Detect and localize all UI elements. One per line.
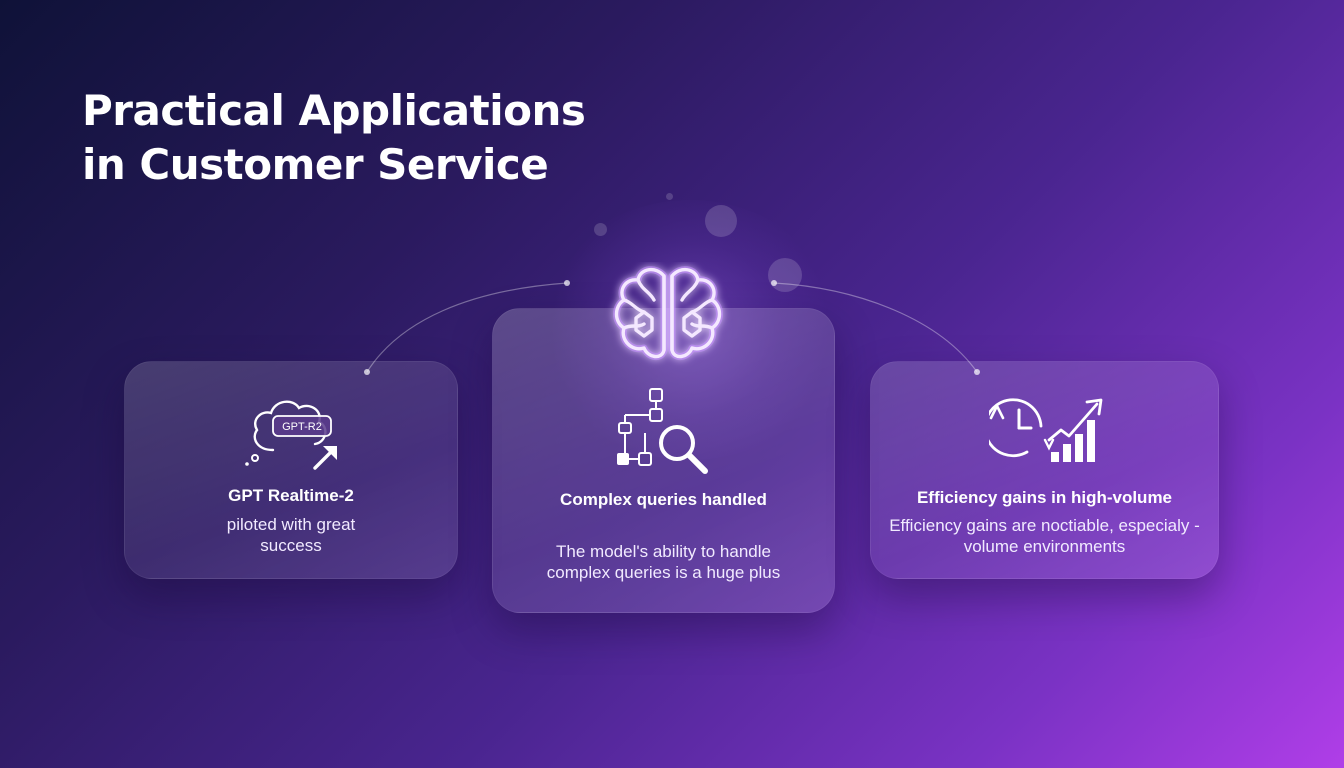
decor-bubble bbox=[705, 205, 737, 237]
card-description: The model's ability to handle complex qu… bbox=[546, 542, 781, 582]
background-glow bbox=[540, 200, 840, 460]
decor-bubble bbox=[594, 223, 607, 236]
card-title: Complex queries handled bbox=[560, 490, 767, 509]
connector-dot bbox=[564, 280, 570, 286]
page-title-line-1: Practical Applications bbox=[82, 86, 586, 135]
card-title: Efficiency gains in high-volume bbox=[916, 488, 1173, 507]
decor-bubble bbox=[666, 193, 673, 200]
connector-dot bbox=[364, 369, 370, 375]
brain-circuit-icon bbox=[613, 266, 723, 360]
connector-dot bbox=[771, 280, 777, 286]
flowchart-magnifier-icon bbox=[617, 388, 708, 474]
cloud-badge-label: GPT-R2 bbox=[282, 421, 322, 433]
page-title: Practical Applications in Customer Servi… bbox=[82, 84, 586, 192]
cloud-speech-arrow-icon: GPT-R2 bbox=[245, 400, 337, 470]
connector-dot bbox=[974, 369, 980, 375]
page-title-line-2: in Customer Service bbox=[82, 140, 549, 189]
card-complex-queries: Complex queries handled The model's abil… bbox=[492, 308, 835, 613]
card-efficiency-gains: Efficiency gains in high-volume Efficien… bbox=[870, 361, 1219, 579]
connector-left bbox=[366, 282, 568, 373]
clock-growth-chart-icon bbox=[989, 398, 1103, 462]
card-gpt-realtime: GPT-R2 GPT Realtime-2 piloted with great… bbox=[124, 361, 458, 579]
decor-bubble bbox=[768, 258, 802, 292]
connector-right bbox=[773, 282, 978, 373]
card-description: Efficiency gains are noctiable, especial… bbox=[889, 516, 1200, 556]
card-description: piloted with great success bbox=[226, 515, 356, 555]
card-title: GPT Realtime-2 bbox=[228, 486, 354, 505]
